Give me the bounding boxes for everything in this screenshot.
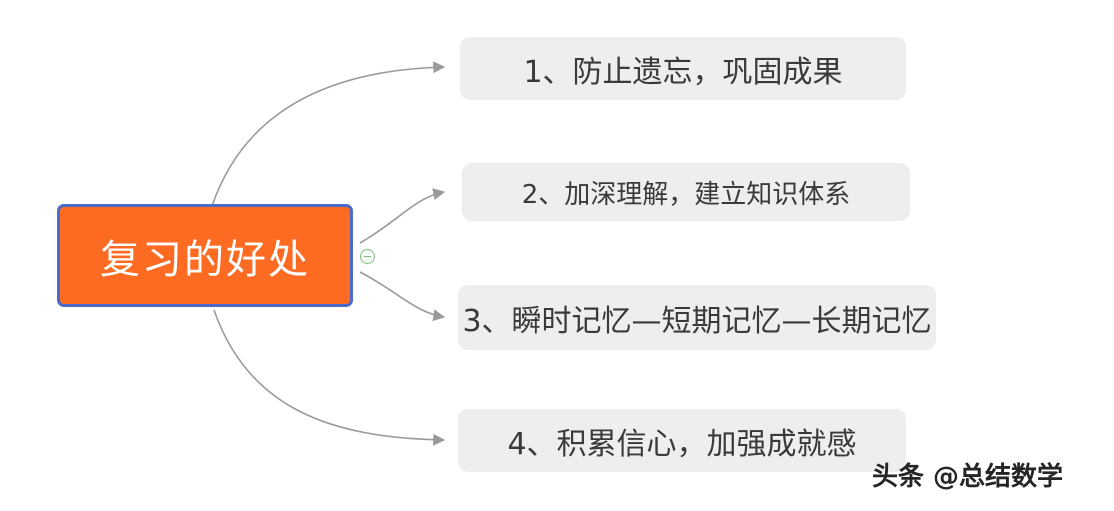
- connector-branch-4: [213, 309, 446, 446]
- branch-node-4-label: 4、积累信心，加强成就感: [507, 426, 857, 462]
- branch-node-3-label: 3、瞬时记忆—短期记忆—长期记忆: [462, 303, 932, 339]
- watermark: 头条 @总结数学: [872, 462, 1064, 492]
- branch-node-1-label: 1、防止遗忘，巩固成果: [523, 54, 843, 90]
- connector-branch-1: [211, 61, 446, 207]
- branch-node-3[interactable]: 3、瞬时记忆—短期记忆—长期记忆: [458, 285, 936, 350]
- connector-branch-2: [359, 188, 446, 244]
- branch-node-1[interactable]: 1、防止遗忘，巩固成果: [460, 37, 906, 100]
- root-node[interactable]: 复习的好处: [57, 204, 353, 307]
- branch-node-2-label: 2、加深理解，建立知识体系: [521, 179, 851, 210]
- root-node-label: 复习的好处: [100, 236, 310, 283]
- minus-circle-icon: [364, 256, 371, 257]
- connector-branch-3: [359, 271, 446, 322]
- branch-node-4[interactable]: 4、积累信心，加强成就感: [458, 409, 906, 472]
- branch-node-2[interactable]: 2、加深理解，建立知识体系: [462, 163, 910, 221]
- collapse-button[interactable]: [360, 249, 375, 264]
